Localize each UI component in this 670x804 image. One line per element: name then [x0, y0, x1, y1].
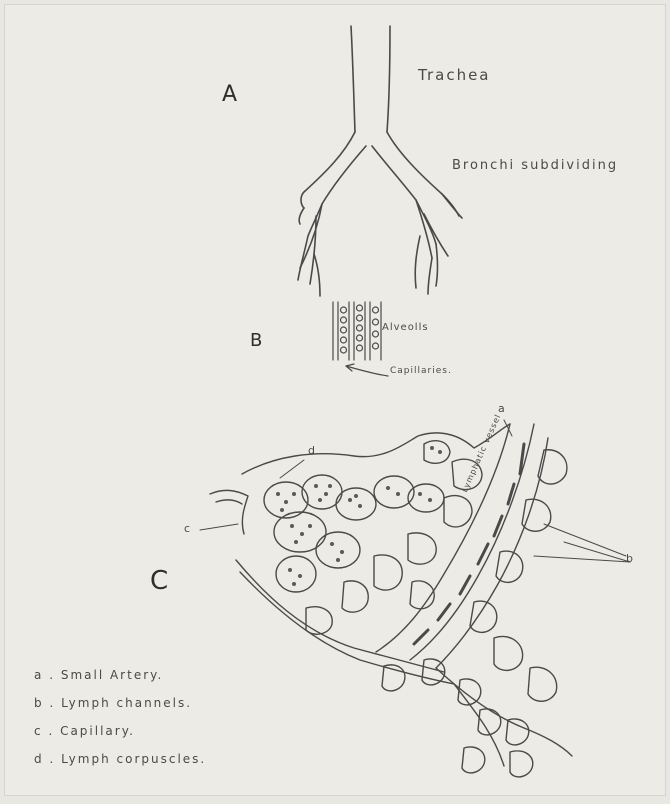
callout-c: c	[184, 522, 192, 535]
callout-b: b	[626, 552, 635, 565]
figure-b-letter: B	[250, 330, 262, 351]
plate: A B C Trachea Bronchi subdividing Alveol…	[4, 4, 666, 796]
trachea-label: Trachea	[418, 66, 491, 84]
legend-key: b	[34, 696, 44, 710]
legend-key: a	[34, 668, 43, 682]
legend-text: Lymph channels.	[61, 696, 192, 710]
legend-item-d: d . Lymph corpuscles.	[34, 752, 206, 766]
legend-text: Capillary.	[60, 724, 135, 738]
legend-key: c	[34, 724, 43, 738]
legend-item-a: a . Small Artery.	[34, 668, 163, 682]
figure-c-letter: C	[150, 566, 168, 596]
callout-a: a	[498, 402, 507, 415]
legend-key: d	[34, 752, 44, 766]
bronchi-label: Bronchi subdividing	[452, 158, 618, 173]
figure-a-letter: A	[222, 82, 237, 107]
callout-d: d	[308, 444, 317, 457]
figure-a-drawing	[4, 4, 670, 804]
legend-text: Small Artery.	[61, 668, 164, 682]
legend-text: Lymph corpuscles.	[61, 752, 206, 766]
capillaries-label: Capillaries.	[390, 366, 452, 376]
legend-item-b: b . Lymph channels.	[34, 696, 192, 710]
alveoli-label: Alveolls	[382, 322, 429, 333]
legend-item-c: c . Capillary.	[34, 724, 135, 738]
